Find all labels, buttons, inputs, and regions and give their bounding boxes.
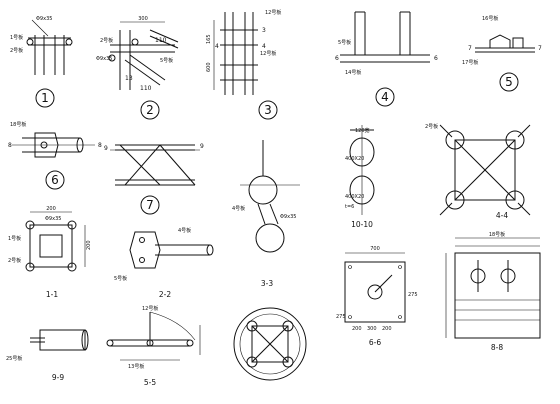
detail-2-note-7: 110 [140,85,152,92]
detail-6-note-3: 18号板 [10,121,26,128]
section-1-1-note-4: 2号板 [8,257,21,264]
detail-5-number: 5 [505,75,513,89]
section-3-3: Φ9x35 4号板 3-3 [232,140,300,288]
section-8-8-label: 9-9 [52,373,64,382]
detail-4-marker [375,87,395,107]
detail-5-note-4: 17号板 [462,59,478,66]
detail-4-note-4: 14号板 [345,69,361,76]
detail-2-note-1: 300 [138,16,148,22]
detail-4-note-1: 6 [335,55,339,62]
section-6-6-label: 8-8 [491,343,503,352]
detail-2-note-2: Φ9x35 [96,56,112,62]
section-1-1-label: 1-1 [46,290,58,299]
section-3-3-label: 3-3 [261,279,273,288]
section-10-10: 120宽 400X20 400X20 t=6 10-10 [345,125,375,229]
section-9-9-note-2: 13号板 [128,363,144,370]
section-9-9-note-1: 12号板 [142,305,158,312]
detail-1-number: 1 [41,91,49,105]
section-5-5 [233,307,307,381]
detail-1-note-1: Φ9x35 [36,16,52,22]
section-8-8-note-1: 25号板 [6,355,22,362]
detail-4-note-2: 6 [434,55,438,62]
detail-6-marker [45,170,65,190]
detail-4-number: 4 [381,90,389,104]
section-3-3-note-1: Φ9x35 [280,214,296,220]
detail-2-marker [140,100,160,120]
detail-3-number: 3 [264,103,272,117]
section-2-2-note-1: 4号板 [178,227,191,234]
section-10-10-label: 10-10 [351,220,373,229]
detail-1: Φ9x35 1号板 2号板 1 [10,16,73,108]
section-1-1-note-5: 200 [86,240,92,250]
detail-3-note-6: 4 [215,43,219,50]
detail-3-note-2: 165 [206,34,212,44]
detail-7-note-2: 9 [200,143,204,150]
section-7-7-note-6: 275 [336,314,346,320]
section-2-2: 4号板 5号板 2-2 [114,227,214,299]
detail-7-number: 7 [146,198,154,212]
detail-6-note-1: 8 [8,142,12,149]
section-7-7: 700 200 300 200 275 275 6-6 [336,246,418,347]
section-10-10-note-3: 400X20 [345,194,364,200]
detail-3-note-7: 4 [262,43,266,50]
section-8-8: 25号板 9-9 [6,329,89,382]
detail-4: 6 6 5号板 14号板 4 [335,11,438,107]
section-7-7-note-3: 300 [367,326,377,332]
detail-1-note-2: 1号板 [10,34,23,41]
detail-4-note-3: 5号板 [338,39,351,46]
detail-3-note-3: 600 [206,62,212,72]
detail-2-number: 2 [146,103,154,117]
detail-5-note-3: 16号板 [482,15,498,22]
section-4-4: 2号板 4-4 [425,123,531,220]
detail-6: 8 8 18号板 6 [8,121,102,190]
detail-5-note-1: 7 [468,45,472,52]
section-9-9-label: 5-5 [144,378,156,387]
section-3-3-note-2: 4号板 [232,205,245,212]
section-1-1-note-1: 200 [46,206,56,212]
section-10-10-note-1: 120宽 [355,127,370,134]
section-4-4-note-1: 2号板 [425,123,438,130]
section-7-7-note-4: 200 [382,326,392,332]
detail-5-marker [499,72,519,92]
detail-6-note-2: 8 [98,142,102,149]
detail-6-number: 6 [51,173,59,187]
detail-1-marker [35,88,55,108]
detail-7-note-1: 9 [104,145,108,152]
detail-7-marker [140,195,160,215]
detail-7: 9 9 7 [104,143,204,215]
section-10-10-note-2: 400X20 [345,156,364,162]
detail-5-note-2: 7 [538,45,542,52]
section-7-7-note-5: 275 [408,292,418,298]
detail-2-note-5: 5号板 [160,57,173,64]
section-6-6-note-1: 18号板 [489,231,505,238]
section-10-10-note-4: t=6 [345,204,354,210]
section-7-7-note-2: 200 [352,326,362,332]
section-1-1-note-3: 1号板 [8,235,21,242]
section-2-2-note-2: 5号板 [114,275,127,282]
detail-3-note-4: 12号板 [260,50,276,57]
detail-3-note-5: 3 [262,27,266,34]
detail-3: 12号板 165 600 12号板 3 4 4 3 [206,9,281,120]
section-1-1: 200 Φ9x35 1号板 2号板 200 1-1 [8,206,92,299]
section-6-6: 18号板 8-8 [445,231,541,352]
section-9-9: 12号板 13号板 5-5 [106,305,201,387]
detail-2-note-3: 2号板 [100,37,113,44]
detail-3-note-1: 12号板 [265,9,281,16]
section-1-1-note-2: Φ9x35 [45,216,61,222]
detail-1-note-3: 2号板 [10,47,23,54]
section-7-7-note-1: 700 [370,246,380,252]
detail-2-note-4: 110 [155,37,167,44]
section-7-7-label: 6-6 [369,338,381,347]
detail-2-note-6: 13 [125,75,133,82]
section-4-4-label: 4-4 [496,211,508,220]
detail-3-marker [258,100,278,120]
detail-5: 7 7 16号板 17号板 5 [462,15,542,92]
detail-2: 300 Φ9x35 2号板 110 5号板 13 110 2 [96,16,179,120]
section-2-2-label: 2-2 [159,290,171,299]
